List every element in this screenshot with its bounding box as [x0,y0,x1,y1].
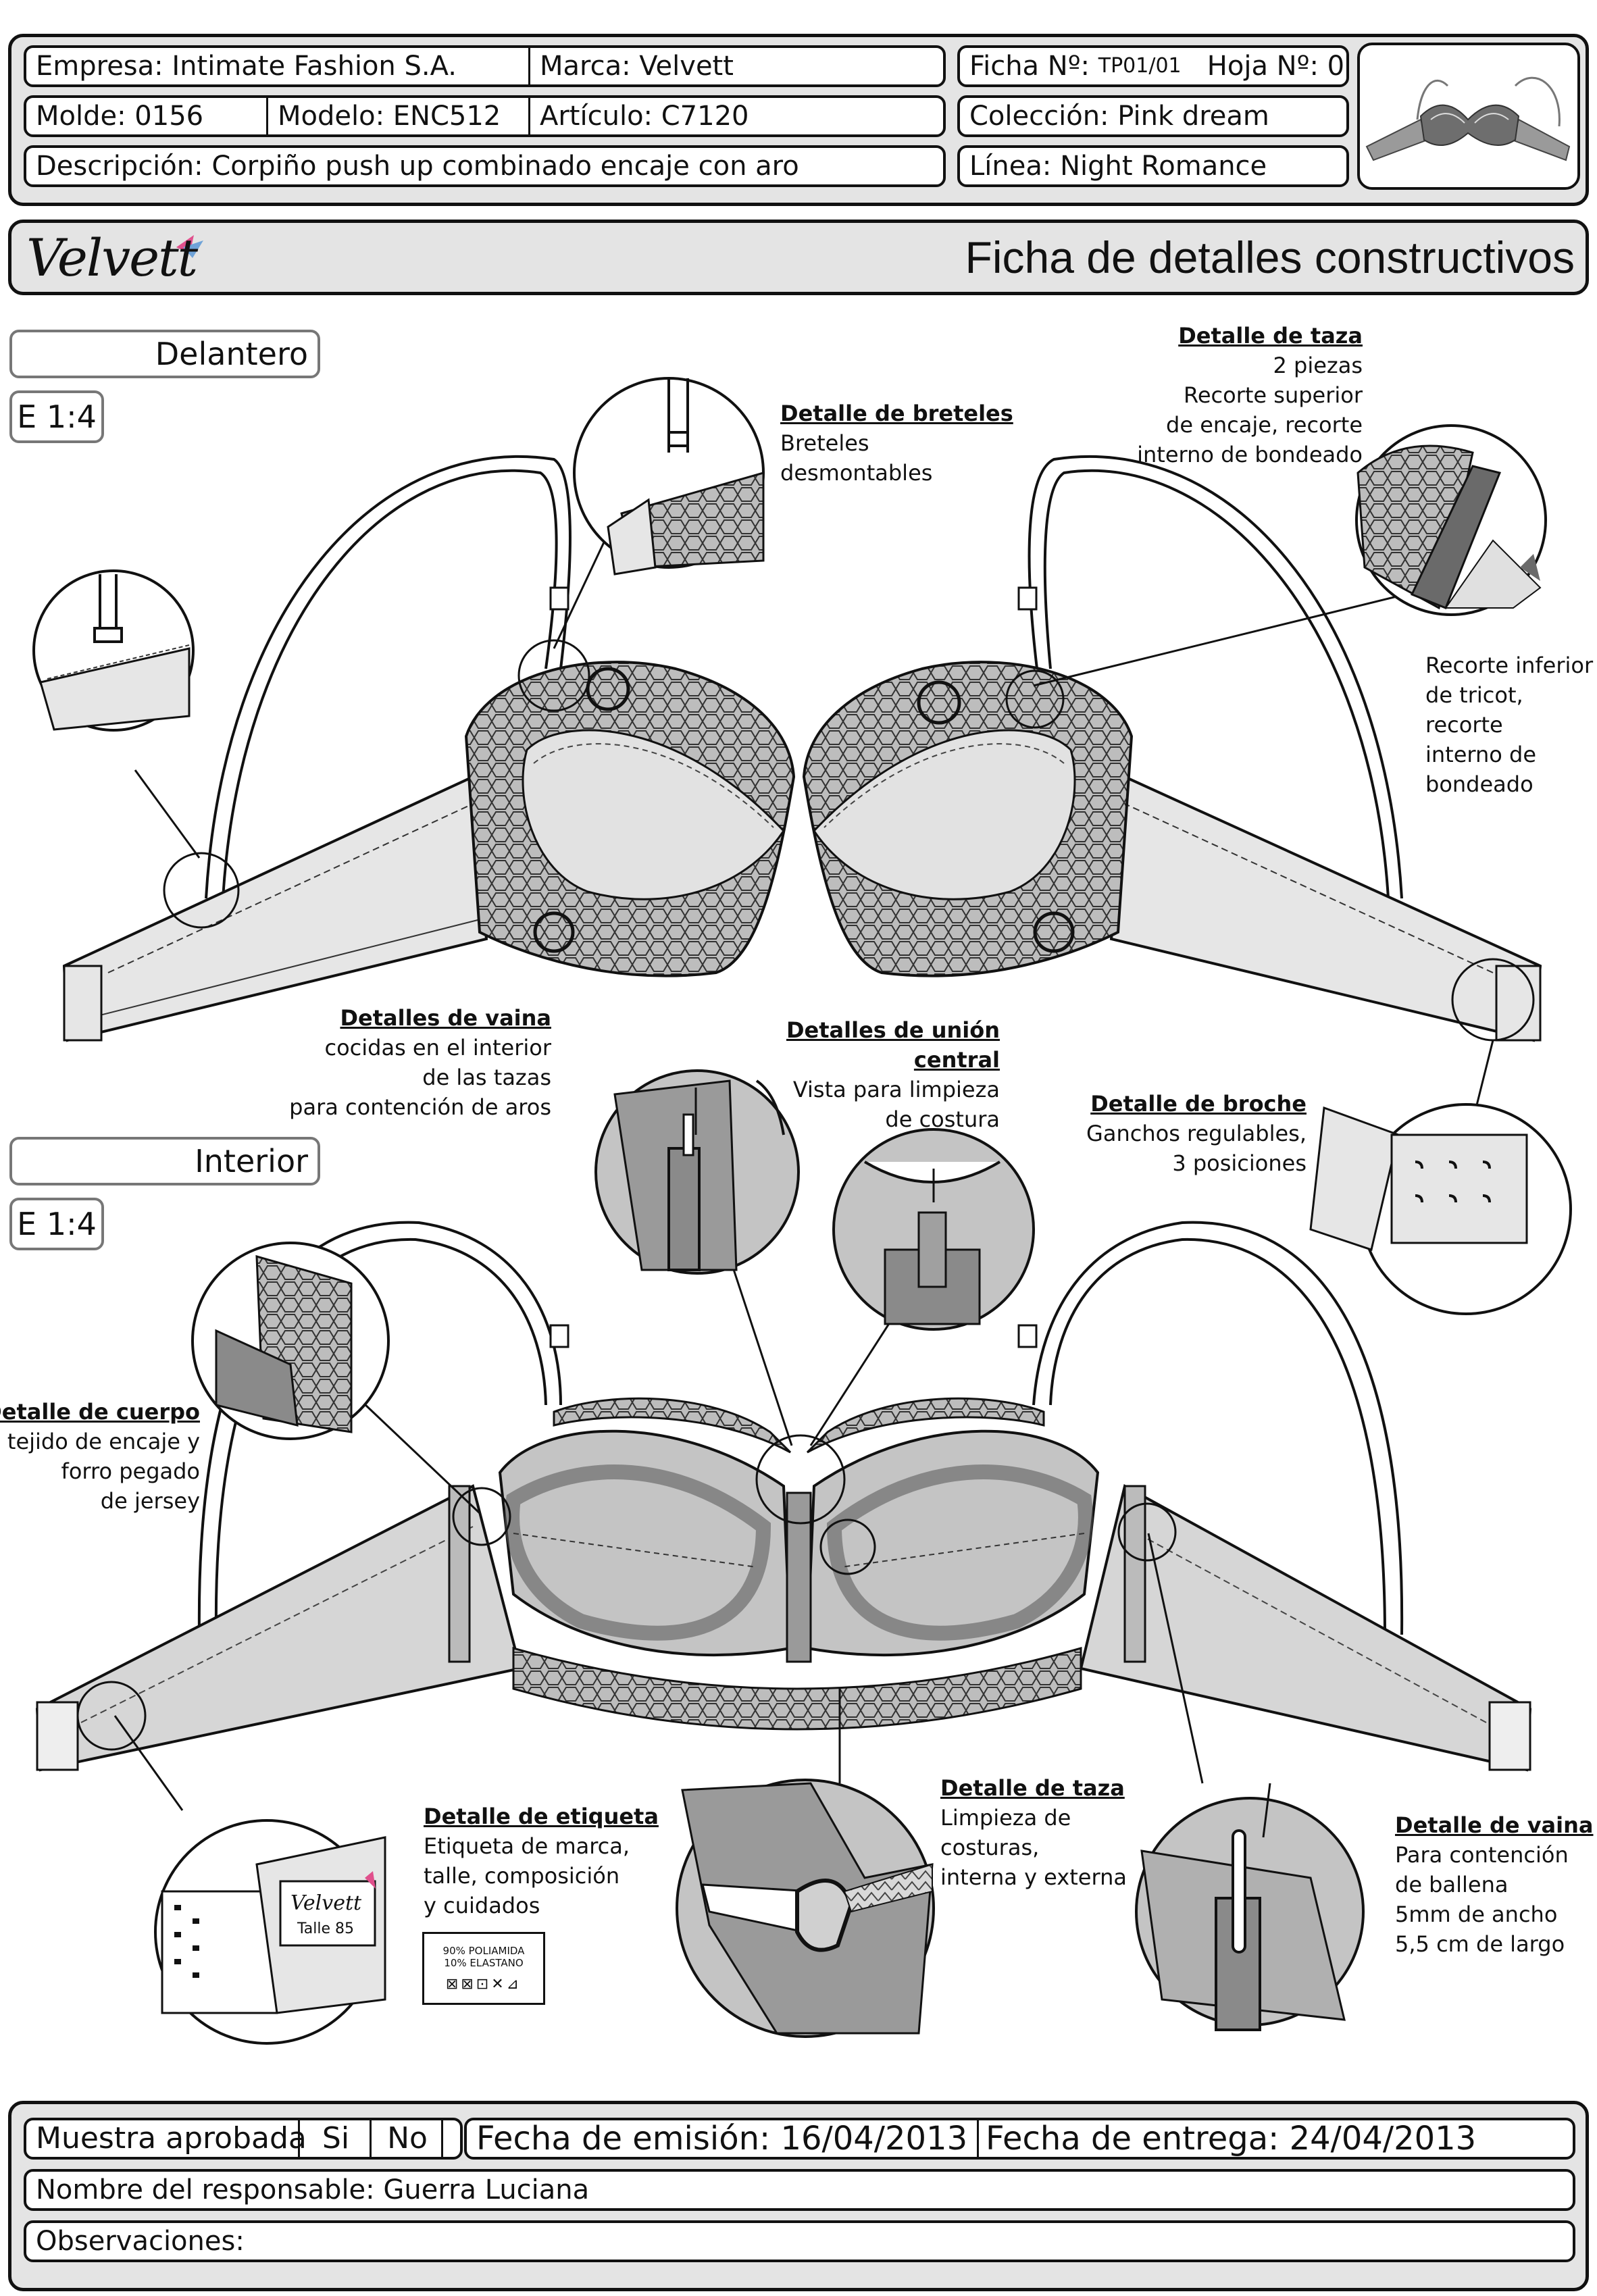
brand-logo: Velvett [26,227,243,289]
front-bra-drawing [62,455,1542,1042]
detail-union-central [832,1128,1035,1331]
detail-breteles [573,377,765,576]
note-vaina-bottom: Detalle de vaina Para contención de ball… [1395,1812,1594,1957]
note-recorte: Recorte inferior de tricot, recorte inte… [1425,653,1594,797]
interior-bra-drawing [35,1221,1532,1772]
care-label-line-2: 10% ELASTANO [444,1957,524,1969]
muestra-label: Muestra aprobada [36,2121,307,2155]
articulo-value: C7120 [661,101,749,132]
note-cuerpo: Detalle de cuerpo tejido de encaje y for… [0,1399,200,1514]
ficha-value: TP01/01 [1098,54,1182,78]
care-symbols-icon: ⊠⊠⊡✕⊿ [445,1976,522,1993]
interior-scale: E 1:4 [9,1198,104,1250]
label-brand: Velvett [290,1891,362,1915]
si-option[interactable]: Si [322,2121,350,2155]
detail-taza-top [1355,424,1547,616]
footer-panel: Muestra aprobada Si No Fecha de emisión:… [8,2101,1589,2291]
empresa-value: Intimate Fashion S.A. [172,51,457,82]
coleccion-value: Pink dream [1117,101,1269,132]
empresa-marca-cell: Empresa: Intimate Fashion S.A. Marca: Ve… [24,45,946,87]
responsable-cell: Nombre del responsable: Guerra Luciana [24,2169,1575,2211]
linea-value: Night Romance [1060,151,1267,182]
molde-value: 0156 [134,101,204,132]
title-bar: Velvett Ficha de detalles constructivos [8,220,1589,295]
detail-taza-bottom [676,1779,935,2038]
responsable-value: Guerra Luciana [383,2174,590,2205]
bra-thumbnail [1357,43,1580,190]
brand-logo-text: Velvett [26,228,198,288]
detail-etiqueta [154,1819,386,2045]
detail-vaina-bottom [1135,1783,1365,2031]
fecha-emision: 16/04/2013 [780,2120,968,2158]
label-size: Talle 85 [297,1920,355,1937]
observaciones-label: Observaciones: [36,2226,245,2257]
delantero-scale: E 1:4 [9,390,104,443]
note-breteles: Detalle de breteles Breteles desmontable… [780,401,1013,486]
note-etiqueta: Detalle de etiqueta Etiqueta de marca, t… [424,1804,659,1918]
detail-vaina-top [594,1069,800,1275]
no-option[interactable]: No [387,2121,428,2155]
modelo-value: ENC512 [392,101,501,132]
detail-broche [1309,1103,1572,1315]
muestra-cell: Muestra aprobada Si No [24,2118,463,2160]
coleccion-cell: Colección: Pink dream [957,95,1349,137]
note-vaina-top: Detalles de vaina cocidas en el interior… [289,1005,551,1120]
detail-strap-clip [32,569,195,732]
linea-cell: Línea: Night Romance [957,145,1349,187]
descripcion-value: Corpiño push up combinado encaje con aro [211,151,799,182]
note-union: Detalles de unión central Vista para lim… [786,1017,1000,1132]
hoja-value: 02 [1327,51,1346,82]
molde-modelo-articulo-cell: Molde: 0156 Modelo: ENC512 Artículo: C71… [24,95,946,137]
note-broche: Detalle de broche Ganchos regulables, 3 … [1086,1091,1307,1176]
descripcion-cell: Descripción: Corpiño push up combinado e… [24,145,946,187]
delantero-tag: Delantero [9,330,320,378]
observaciones-cell[interactable]: Observaciones: [24,2220,1575,2262]
detail-cuerpo [191,1242,390,1440]
header-panel: Empresa: Intimate Fashion S.A. Marca: Ve… [8,34,1589,206]
care-label-line-1: 90% POLIAMIDA [442,1945,525,1957]
note-taza-bottom: Detalle de taza Limpieza de costuras, in… [940,1775,1127,1890]
note-taza-top: Detalle de taza 2 piezas Recorte superio… [1137,323,1363,467]
interior-tag: Interior [9,1137,320,1185]
care-label: 90% POLIAMIDA 10% ELASTANO ⊠⊠⊡✕⊿ [422,1932,545,2005]
marca-value: Velvett [639,51,734,82]
fechas-cell: Fecha de emisión: 16/04/2013 Fecha de en… [464,2118,1575,2160]
page-title: Ficha de detalles constructivos [965,232,1575,282]
fecha-entrega: 24/04/2013 [1289,2120,1477,2158]
ficha-cell: Ficha Nº: TP01/01 Hoja Nº: 02 [957,45,1349,87]
